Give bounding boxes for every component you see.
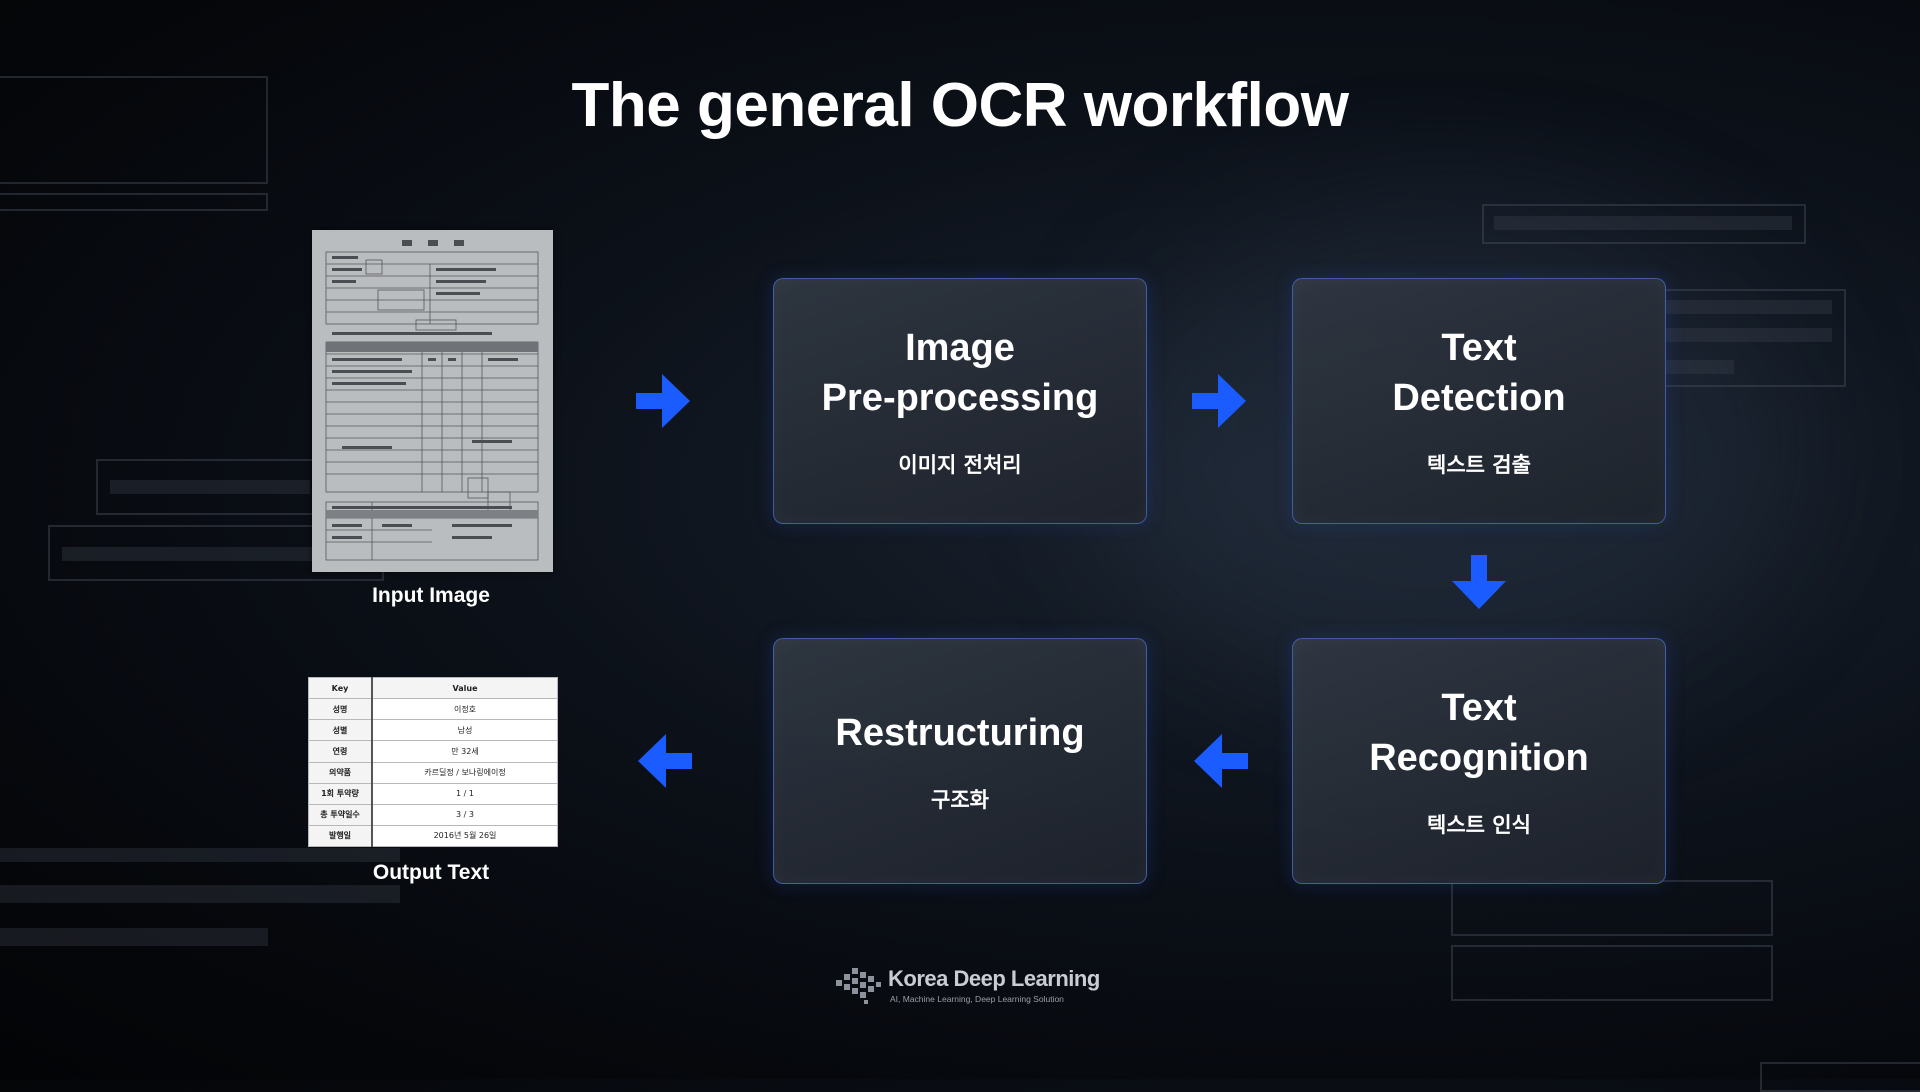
table-cell-value: 남성 — [371, 719, 558, 742]
step-label-korean: 구조화 — [931, 788, 989, 812]
deco-bar — [0, 848, 400, 862]
deco-frame — [0, 76, 268, 184]
step-label: Restructuring — [835, 712, 1085, 754]
input-document-image — [312, 230, 553, 572]
step-text-detection: Text Detection 텍스트 검출 — [1292, 278, 1666, 524]
step-label: Text Recognition — [1369, 687, 1589, 779]
step-label: Text Detection — [1392, 327, 1566, 419]
step-label: Image Pre-processing — [821, 327, 1099, 419]
page-title: The general OCR workflow — [571, 71, 1349, 140]
deco-bar — [0, 928, 268, 946]
table-header-key: Key — [308, 676, 373, 700]
step-restructuring: Restructuring 구조화 — [773, 638, 1147, 884]
deco-frame — [0, 193, 268, 211]
table-cell-key: 성별 — [308, 719, 373, 742]
deco-frame — [1482, 204, 1806, 244]
table-cell-value: 만 32세 — [371, 740, 558, 763]
company-logo: Korea Deep Learning AI, Machine Learning… — [834, 966, 1100, 1006]
document-scan-graphic — [312, 230, 553, 572]
table-cell-value: 이정호 — [371, 698, 558, 721]
table-cell-key: 발행일 — [308, 824, 373, 848]
arrow-right-icon — [636, 374, 690, 428]
table-header-row: Key Value — [308, 676, 558, 700]
table-header-value: Value — [371, 676, 558, 700]
table-cell-key: 성명 — [308, 698, 373, 721]
deco-bar — [110, 480, 310, 494]
deco-bar — [1664, 360, 1734, 374]
step-label-korean: 이미지 전처리 — [898, 453, 1022, 477]
arrow-left-icon — [638, 734, 692, 788]
step-text-recognition: Text Recognition 텍스트 인식 — [1292, 638, 1666, 884]
logo-mark-icon — [836, 968, 881, 1004]
output-text-caption: Output Text — [372, 861, 490, 884]
arrow-left-icon — [1194, 734, 1248, 788]
table-cell-value: 카르딜정 / 보나링에이정 — [371, 761, 558, 784]
table-cell-value: 2016년 5월 26일 — [371, 824, 558, 848]
deco-bar — [62, 547, 312, 561]
deco-bar — [1664, 300, 1832, 314]
step-label-korean: 텍스트 검출 — [1427, 453, 1531, 477]
table-cell-key: 총 투약일수 — [308, 803, 373, 826]
table-cell-value: 3 / 3 — [371, 803, 558, 826]
deco-bar — [0, 885, 400, 903]
arrow-down-icon — [1452, 555, 1506, 609]
step-image-preprocessing: Image Pre-processing 이미지 전처리 — [773, 278, 1147, 524]
deco-bar — [1494, 216, 1792, 230]
deco-frame — [1451, 945, 1773, 1001]
deco-frame — [1760, 1062, 1920, 1092]
arrow-right-icon — [1192, 374, 1246, 428]
step-label-korean: 텍스트 인식 — [1427, 813, 1531, 837]
logo-name: Korea Deep Learning — [888, 966, 1100, 991]
logo-tagline: AI, Machine Learning, Deep Learning Solu… — [890, 994, 1064, 1004]
table-cell-key: 의약품 — [308, 761, 373, 784]
input-image-caption: Input Image — [372, 584, 490, 607]
table-cell-key: 연령 — [308, 740, 373, 763]
table-cell-key: 1회 투약량 — [308, 782, 373, 805]
deco-frame — [1451, 880, 1773, 936]
table-cell-value: 1 / 1 — [371, 782, 558, 805]
deco-bar — [1664, 328, 1832, 342]
